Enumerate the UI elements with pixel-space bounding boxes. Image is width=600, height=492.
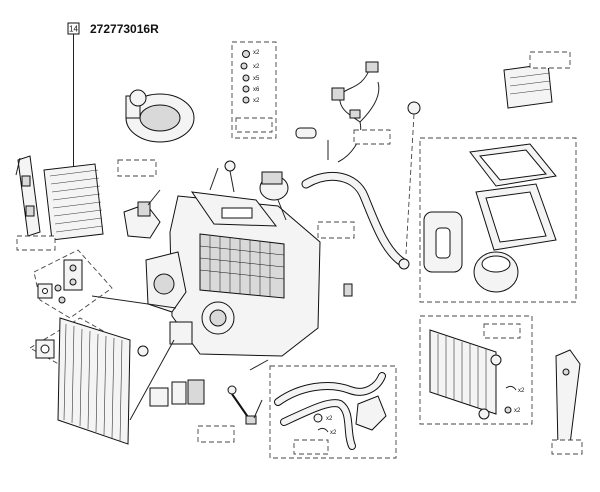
expansion-valve[interactable] bbox=[63, 259, 83, 291]
small-parts-kit[interactable] bbox=[240, 50, 250, 104]
leader-line bbox=[405, 113, 415, 255]
foam-round-pad[interactable] bbox=[473, 251, 519, 293]
qty-label: x2 bbox=[518, 388, 525, 394]
drain-hose[interactable] bbox=[301, 171, 410, 270]
housing-clip[interactable] bbox=[343, 283, 353, 297]
blower-resistor[interactable] bbox=[123, 201, 161, 239]
connector-plug[interactable] bbox=[149, 379, 205, 407]
valve-screws[interactable] bbox=[54, 284, 66, 304]
pipe-bracket[interactable] bbox=[555, 349, 581, 449]
cabin-filter[interactable] bbox=[43, 163, 104, 241]
leader-lines bbox=[91, 295, 269, 421]
qty-label: x5 bbox=[253, 76, 260, 82]
pipe-flange[interactable] bbox=[355, 395, 387, 431]
leader-line bbox=[15, 157, 21, 176]
evaporator-core[interactable] bbox=[57, 317, 131, 445]
drain-grommet[interactable] bbox=[407, 101, 421, 115]
filter-frame-bottom[interactable] bbox=[475, 183, 557, 251]
pipe-clip[interactable] bbox=[313, 413, 329, 433]
mounting-screw[interactable] bbox=[224, 160, 236, 172]
probe-sensor[interactable] bbox=[227, 385, 257, 425]
qty-label: x2 bbox=[253, 98, 260, 104]
qty-label: x6 bbox=[253, 87, 260, 93]
heater-pipes-outline bbox=[269, 365, 397, 459]
leader-line bbox=[229, 170, 235, 193]
index-badge: 14 bbox=[67, 22, 80, 35]
valve-group-outline bbox=[33, 249, 113, 319]
filter-cover[interactable] bbox=[17, 155, 41, 237]
reference-box bbox=[293, 439, 329, 455]
blower-scroll-cover[interactable] bbox=[145, 251, 187, 313]
reference-box bbox=[197, 425, 235, 443]
index-number: 14 bbox=[69, 25, 78, 34]
temperature-sensor[interactable] bbox=[295, 127, 317, 139]
foam-block[interactable] bbox=[423, 211, 463, 273]
heater-core[interactable] bbox=[429, 329, 502, 420]
reference-box bbox=[16, 235, 56, 251]
leader-line bbox=[209, 167, 219, 191]
reference-box bbox=[551, 439, 583, 455]
qty-label: x2 bbox=[253, 64, 260, 70]
heater-pipes[interactable] bbox=[274, 372, 386, 450]
qty-label: x2 bbox=[253, 50, 260, 56]
evaporator-pipe-block[interactable] bbox=[35, 339, 55, 359]
qty-label: x2 bbox=[326, 416, 333, 422]
qty-label: x2 bbox=[330, 430, 337, 436]
heater-core-outline bbox=[419, 315, 533, 425]
leader-line bbox=[147, 189, 161, 206]
reference-box bbox=[117, 159, 157, 177]
reference-box bbox=[317, 221, 355, 239]
valve-bracket[interactable] bbox=[37, 283, 53, 299]
filter-frame-top[interactable] bbox=[469, 143, 557, 187]
o-ring[interactable] bbox=[137, 345, 149, 357]
wiring-harness[interactable] bbox=[331, 61, 380, 163]
leader-line bbox=[277, 199, 287, 221]
heater-clip[interactable] bbox=[505, 385, 517, 391]
air-duct-outlet[interactable] bbox=[190, 191, 278, 227]
vent-grille[interactable] bbox=[503, 63, 553, 109]
heater-screw[interactable] bbox=[504, 406, 512, 414]
reference-box bbox=[483, 323, 521, 339]
hvac-housing[interactable] bbox=[169, 195, 321, 357]
blower-motor[interactable] bbox=[125, 89, 195, 143]
mode-actuator[interactable] bbox=[259, 171, 289, 201]
reference-box bbox=[235, 117, 273, 133]
front-housing-cap[interactable] bbox=[169, 321, 193, 345]
part-number-title: 272773016R bbox=[90, 22, 159, 36]
qty-label: x2 bbox=[514, 408, 521, 414]
reference-box bbox=[529, 51, 571, 69]
small-parts-kit-outline bbox=[231, 41, 277, 139]
reference-box bbox=[353, 129, 391, 145]
